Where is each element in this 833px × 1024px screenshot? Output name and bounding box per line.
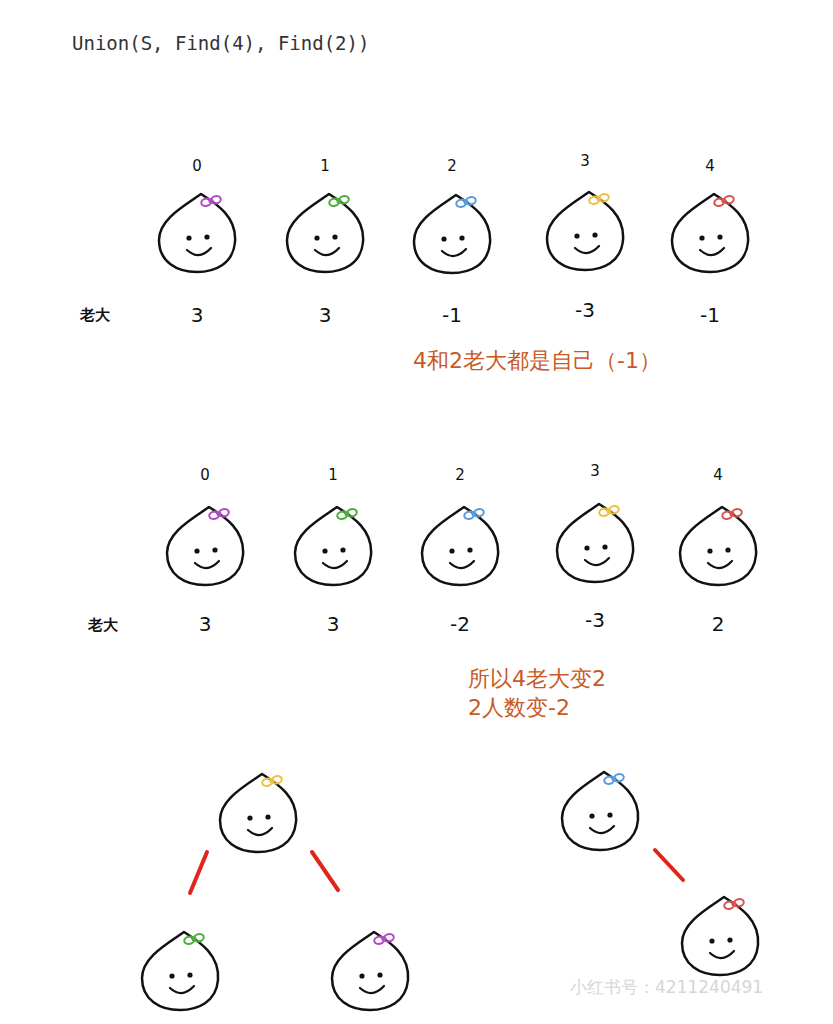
boss-value: 3 (152, 303, 242, 327)
figure-node: 4 -1 (665, 157, 755, 327)
figure-node: 03 (160, 466, 250, 636)
figure-node: 03 (152, 157, 242, 327)
index-number: 1 (280, 157, 370, 175)
index-number: 2 (407, 157, 497, 175)
index-number: 4 (673, 466, 763, 484)
dumpling-figure (220, 774, 296, 852)
index-number: 1 (288, 466, 378, 484)
boss-value: 2 (673, 612, 763, 636)
figure-node: 2 -2 (415, 466, 505, 636)
index-number: 0 (152, 157, 242, 175)
title: Union(S, Find(4), Find(2)) (72, 32, 369, 54)
figure-node: 3 -3 (540, 152, 630, 322)
boss-value: -1 (665, 303, 755, 327)
dumpling-figure (682, 897, 758, 975)
boss-value: 3 (280, 303, 370, 327)
dumpling-figure (159, 194, 235, 272)
dumpling-figure (680, 507, 756, 585)
dumpling-figure (672, 194, 748, 272)
dumpling-figure (295, 507, 371, 585)
dumpling-figure (422, 507, 498, 585)
index-number: 2 (415, 466, 505, 484)
boss-value: -3 (540, 298, 630, 322)
boss-value: -1 (407, 303, 497, 327)
index-number: 3 (540, 152, 630, 170)
tree-link (190, 850, 683, 893)
note-text: 2人数变-2 (468, 693, 570, 723)
dumpling-figure (562, 772, 638, 850)
index-number: 3 (550, 462, 640, 480)
index-number: 4 (665, 157, 755, 175)
note-text: 4和2老大都是自己（-1） (413, 346, 661, 376)
row-label: 老大 (88, 616, 118, 635)
figure-node: 13 (280, 157, 370, 327)
dumpling-figure (547, 192, 623, 270)
figure-node: 42 (673, 466, 763, 636)
index-number: 0 (160, 466, 250, 484)
note-text: 所以4老大变2 (468, 664, 606, 694)
figure-node: 2 -1 (407, 157, 497, 327)
boss-value: 3 (160, 612, 250, 636)
boss-value: 3 (288, 612, 378, 636)
boss-value: -3 (550, 608, 640, 632)
dumpling-figure (287, 194, 363, 272)
boss-value: -2 (415, 612, 505, 636)
watermark: 小红书号：4211240491 (570, 976, 763, 999)
dumpling-figure (142, 932, 218, 1010)
figure-node: 3 -3 (550, 462, 640, 632)
dumpling-figure (557, 504, 633, 582)
dumpling-figure (167, 507, 243, 585)
dumpling-figure (414, 195, 490, 273)
figure-node: 13 (288, 466, 378, 636)
dumpling-figure (332, 932, 408, 1010)
row-label: 老大 (80, 306, 110, 325)
